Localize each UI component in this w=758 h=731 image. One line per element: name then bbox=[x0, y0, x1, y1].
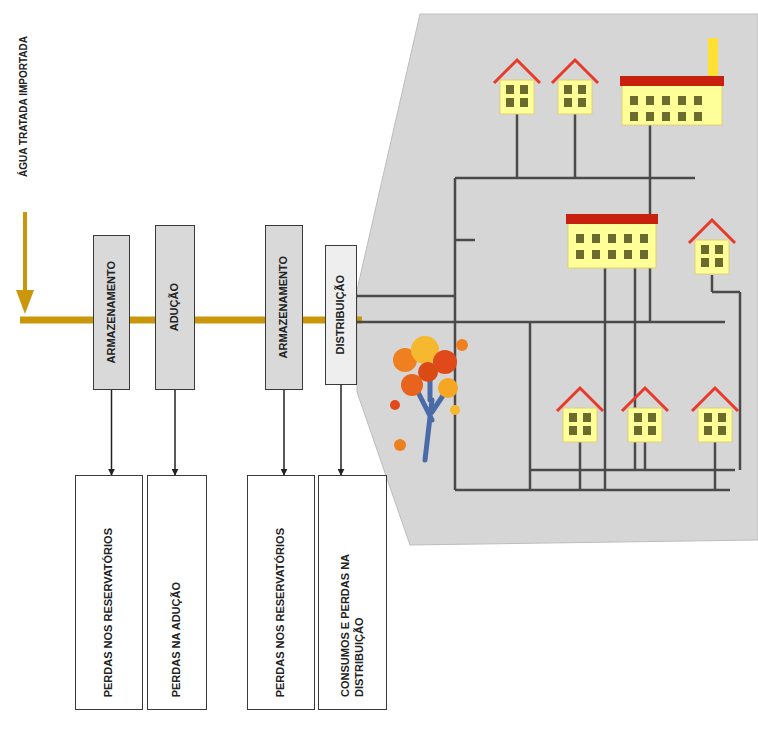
box-text: PERDAS NOS RESERVATÓRIOS bbox=[102, 528, 116, 697]
loss-box: PERDAS NOS RESERVATÓRIOS bbox=[247, 475, 315, 710]
distribution-pipe bbox=[529, 322, 532, 490]
distribution-pipe bbox=[574, 110, 577, 178]
box-text: PERDAS NOS RESERVATÓRIOS bbox=[274, 528, 288, 697]
distribution-pipe bbox=[739, 292, 742, 470]
building-icon bbox=[620, 38, 724, 125]
box-text: ARMAZENAMENTO bbox=[277, 256, 291, 358]
inflow-label: ÁGUA TRATADA IMPORTADA bbox=[18, 36, 31, 177]
water-pipe bbox=[195, 317, 265, 324]
distribution-pipe bbox=[516, 110, 519, 178]
process-box: ADUÇÃO bbox=[155, 225, 195, 390]
loss-arrow bbox=[340, 385, 342, 475]
water-pipe bbox=[130, 317, 155, 324]
box-text: ARMAZENAMENTO bbox=[105, 261, 119, 363]
process-box: ARMAZENAMENTO bbox=[265, 225, 303, 390]
house-icon bbox=[557, 388, 603, 442]
distribution-pipe bbox=[454, 178, 457, 490]
distribution-pipe bbox=[604, 265, 607, 490]
distribution-pipe bbox=[711, 275, 714, 292]
box-text: CONSUMOS E PERDAS NA DISTRIBUIÇÃO bbox=[339, 512, 367, 697]
loss-arrow bbox=[111, 390, 113, 475]
loss-box: PERDAS NOS RESERVATÓRIOS bbox=[75, 475, 143, 710]
water-pipe bbox=[303, 317, 325, 324]
distribution-pipe bbox=[530, 469, 735, 472]
house-icon bbox=[689, 220, 735, 274]
distribution-pipe bbox=[579, 440, 582, 490]
distribution-pipe bbox=[357, 295, 455, 298]
process-box: DISTRIBUIÇÃO bbox=[325, 245, 357, 385]
loss-arrow bbox=[283, 390, 285, 475]
building-icon bbox=[566, 214, 658, 268]
city-area bbox=[357, 14, 758, 545]
inflow-arrowhead bbox=[16, 290, 34, 314]
box-text: DISTRIBUIÇÃO bbox=[334, 275, 348, 354]
distribution-pipe bbox=[644, 440, 647, 470]
house-icon bbox=[622, 388, 668, 442]
distribution-pipe bbox=[712, 291, 740, 294]
loss-box: CONSUMOS E PERDAS NA DISTRIBUIÇÃO bbox=[318, 475, 387, 710]
loss-box: PERDAS NA ADUÇÃO bbox=[147, 475, 207, 710]
distribution-pipe bbox=[714, 440, 717, 490]
main-pipe bbox=[20, 317, 95, 324]
tree-icon bbox=[390, 336, 468, 460]
distribution-pipe bbox=[455, 489, 730, 492]
distribution-pipe bbox=[357, 321, 725, 324]
house-icon bbox=[692, 388, 738, 442]
box-text: PERDAS NA ADUÇÃO bbox=[170, 582, 184, 697]
house-icon bbox=[552, 60, 598, 114]
inflow-pipe bbox=[23, 212, 27, 292]
process-box: ARMAZENAMENTO bbox=[93, 235, 130, 390]
loss-arrow bbox=[174, 390, 176, 475]
distribution-pipe bbox=[455, 239, 475, 242]
house-icon bbox=[494, 60, 540, 114]
box-text: ADUÇÃO bbox=[168, 283, 182, 331]
